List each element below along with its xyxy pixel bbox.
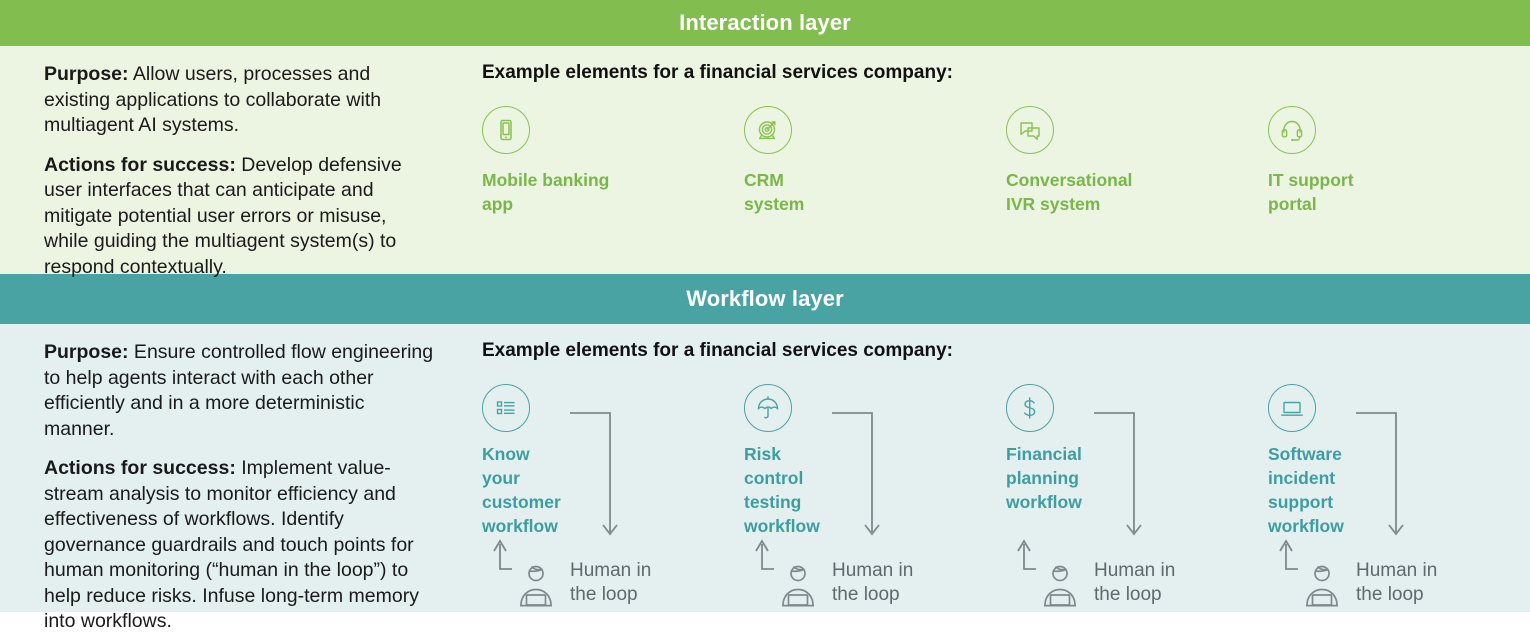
interaction-layer-examples-column: Example elements for a financial service… (474, 46, 1530, 274)
mobile-phone-icon (482, 106, 530, 154)
workflow-layer-text-column: Purpose: Ensure controlled flow engineer… (0, 324, 474, 632)
element-crm-system[interactable]: CRM system (744, 106, 1006, 216)
workflow-label: Software incident support workflow (1268, 444, 1344, 536)
element-label: Mobile banking app (482, 170, 610, 214)
workflow-actions-paragraph: Actions for success: Implement value-str… (44, 456, 434, 635)
workflow-software-incident-support[interactable]: Software incident support workflow Human… (1268, 384, 1530, 619)
workflow-purpose-label: Purpose: (44, 341, 129, 363)
element-it-support-portal[interactable]: IT support portal (1268, 106, 1530, 216)
interaction-layer-header: Interaction layer (0, 0, 1530, 46)
chat-bubbles-icon (1006, 106, 1054, 154)
person-at-laptop-icon (782, 565, 814, 607)
person-at-laptop-icon (1044, 565, 1076, 607)
workflow-elements-row: Know your customer workflow Human in the… (482, 384, 1530, 619)
workflow-know-your-customer[interactable]: Know your customer workflow Human in the… (482, 384, 744, 619)
element-conversational-ivr-system[interactable]: Conversational IVR system (1006, 106, 1268, 216)
workflow-examples-heading: Example elements for a financial service… (482, 340, 953, 361)
checklist-icon (482, 384, 530, 432)
workflow-actions-label: Actions for success: (44, 457, 236, 479)
target-bullseye-icon (744, 106, 792, 154)
element-label: Conversational IVR system (1006, 170, 1133, 214)
element-label: IT support portal (1268, 170, 1354, 214)
human-in-the-loop-label: Human in the loop (570, 560, 652, 605)
workflow-risk-control-testing[interactable]: Risk control testing workflow Human in t… (744, 384, 1006, 619)
interaction-actions-label: Actions for success: (44, 153, 236, 176)
interaction-purpose-paragraph: Purpose: Allow users, processes and exis… (44, 62, 434, 139)
human-in-the-loop-group: Human in the loop (1268, 559, 1437, 611)
interaction-layer-title: Interaction layer (679, 10, 851, 35)
umbrella-icon (744, 384, 792, 432)
element-mobile-banking-app[interactable]: Mobile banking app (482, 106, 744, 216)
workflow-layer-panel: Purpose: Ensure controlled flow engineer… (0, 324, 1530, 632)
human-in-the-loop-group: Human in the loop (1006, 559, 1175, 611)
interaction-actions-text: Develop defensive user interfaces that c… (44, 153, 402, 278)
workflow-label: Know your customer workflow (482, 444, 561, 536)
interaction-examples-heading: Example elements for a financial service… (482, 62, 953, 83)
human-in-the-loop-label: Human in the loop (1094, 560, 1176, 605)
interaction-purpose-label: Purpose: (44, 63, 129, 85)
human-in-the-loop-group: Human in the loop (482, 559, 651, 611)
interaction-layer-panel: Purpose: Allow users, processes and exis… (0, 46, 1530, 278)
human-in-the-loop-label: Human in the loop (832, 560, 914, 605)
dollar-sign-icon (1006, 384, 1054, 432)
headset-icon (1268, 106, 1316, 154)
interaction-actions-paragraph: Actions for success: Develop defensive u… (44, 153, 434, 281)
workflow-layer-header: Workflow layer (0, 274, 1530, 324)
human-in-the-loop-label: Human in the loop (1356, 560, 1438, 605)
workflow-purpose-text: Ensure controlled flow engineering to he… (44, 341, 434, 440)
workflow-layer-examples-column: Example elements for a financial service… (474, 324, 1530, 612)
element-label: CRM system (744, 170, 805, 214)
laptop-icon (1268, 384, 1316, 432)
workflow-layer-title: Workflow layer (686, 286, 844, 311)
interaction-elements-row: Mobile banking app (482, 106, 1530, 216)
workflow-purpose-paragraph: Purpose: Ensure controlled flow engineer… (44, 340, 434, 442)
person-at-laptop-icon (520, 565, 552, 607)
workflow-label: Risk control testing workflow (744, 444, 820, 536)
workflow-actions-text: Implement value-stream analysis to monit… (44, 457, 419, 632)
workflow-label: Financial planning workflow (1006, 444, 1082, 512)
human-in-the-loop-group: Human in the loop (744, 559, 913, 611)
interaction-purpose-text: Allow users, processes and existing appl… (44, 63, 382, 136)
workflow-financial-planning[interactable]: Financial planning workflow Human in the… (1006, 384, 1268, 619)
interaction-layer-text-column: Purpose: Allow users, processes and exis… (0, 46, 474, 278)
person-at-laptop-icon (1306, 565, 1338, 607)
